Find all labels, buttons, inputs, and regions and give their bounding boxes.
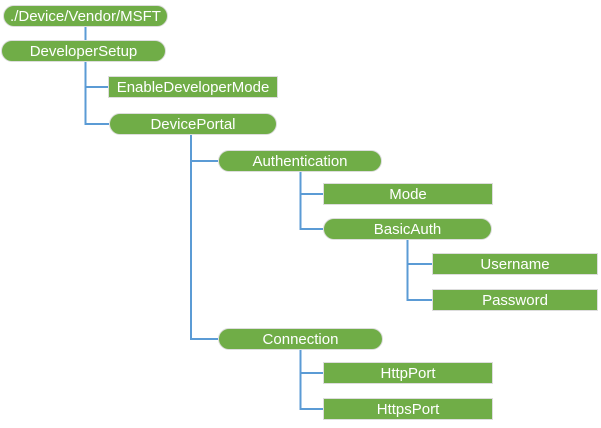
node-password: Password — [432, 289, 598, 311]
node-basicauth: BasicAuth — [323, 218, 492, 240]
connector-deviceportal-children — [190, 135, 218, 340]
connector-authentication-children — [299, 172, 323, 230]
node-mode: Mode — [323, 183, 493, 205]
node-deviceportal: DevicePortal — [109, 113, 277, 135]
node-enabledevelopermode: EnableDeveloperMode — [108, 76, 278, 98]
connector-basicauth-children — [406, 240, 432, 301]
node-connection: Connection — [218, 328, 383, 350]
node-httpsport: HttpsPort — [323, 398, 493, 420]
node-developersetup: DeveloperSetup — [1, 40, 166, 62]
node-httpport: HttpPort — [323, 362, 493, 384]
node-device-vendor-msft: ./Device/Vendor/MSFT — [3, 5, 168, 27]
node-username: Username — [432, 253, 598, 275]
connector-developersetup-children — [84, 62, 109, 125]
node-authentication: Authentication — [218, 150, 382, 172]
connector-connection-children — [299, 350, 323, 410]
